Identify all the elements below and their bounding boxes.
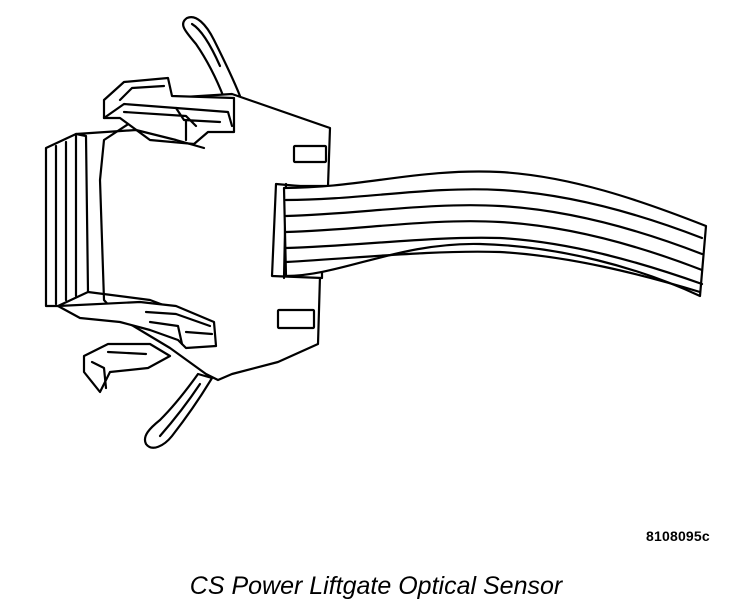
optical-sensor-illustration <box>0 0 752 520</box>
lower-latch-foot-detail <box>92 352 146 388</box>
ribbon-conductor-4 <box>286 238 702 284</box>
upper-latch-arm-highlight <box>192 24 220 66</box>
top-rib-step <box>176 108 232 140</box>
ribbon-conductor-5 <box>286 252 700 292</box>
lower-latch-arm <box>145 374 212 448</box>
figure-id: 8108095c <box>646 528 710 544</box>
ribbon-cable <box>284 171 706 296</box>
lower-latch-arm-highlight <box>160 384 200 436</box>
upper-latch-arm <box>183 17 240 98</box>
ribbon-conductor-2 <box>286 205 702 254</box>
lower-retention-tab <box>276 308 316 330</box>
lower-rib-detail <box>146 312 212 344</box>
figure-caption: CS Power Liftgate Optical Sensor <box>189 572 563 600</box>
lower-latch-foot <box>84 344 170 392</box>
front-plug-edge <box>56 136 76 304</box>
top-rib-outer <box>104 78 234 144</box>
ribbon-conductor-3 <box>286 221 702 270</box>
ribbon-conductor-1 <box>286 189 702 238</box>
upper-retention-tab <box>292 144 328 164</box>
